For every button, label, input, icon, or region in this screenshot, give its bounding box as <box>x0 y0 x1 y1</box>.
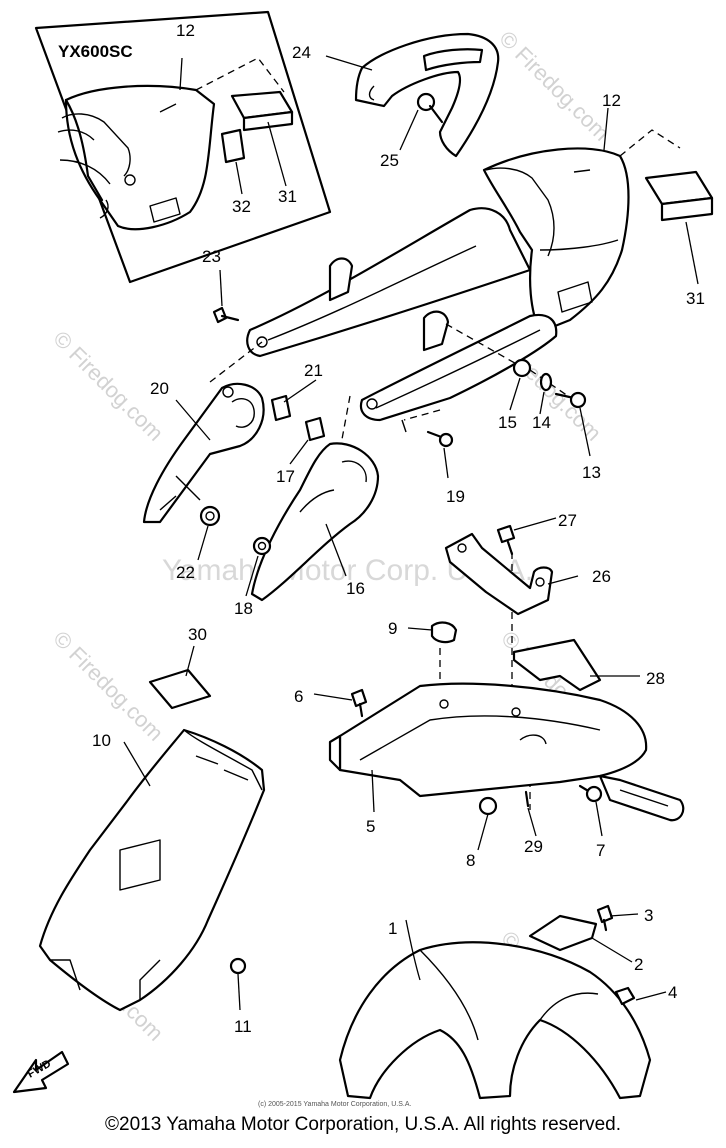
part-bracket-26 <box>444 532 554 616</box>
callout-number: 8 <box>466 851 475 870</box>
part-bolt-6 <box>350 688 368 718</box>
callout-number: 11 <box>234 1017 252 1036</box>
small-print: (c) 2005-2015 Yamaha Motor Corporation, … <box>258 1101 411 1108</box>
part-seat-cowl <box>246 147 630 433</box>
callout-number: 26 <box>592 567 611 586</box>
callout-number: 31 <box>686 289 705 308</box>
part-grommet-18 <box>252 536 272 556</box>
callout-number: 12 <box>176 21 195 40</box>
callout-number: 31 <box>278 187 297 206</box>
part-rubber-9 <box>430 621 458 644</box>
part-bracket-20 <box>142 382 265 524</box>
part-bolt-25 <box>416 92 444 124</box>
callout-number: 29 <box>524 837 543 856</box>
part-grommet-22 <box>199 505 221 527</box>
part-washer-14 <box>539 372 553 392</box>
part-bolt-19 <box>426 430 454 448</box>
callout-numbers: 1 2 3 4 5 6 7 8 9 10 11 12 12 13 14 15 1… <box>92 21 705 1036</box>
model-label: YX600SC <box>58 42 133 61</box>
callout-number: 20 <box>150 379 169 398</box>
part-nut-8 <box>478 796 498 816</box>
part-bracket-2 <box>528 914 598 952</box>
part-screw-29 <box>524 790 530 808</box>
part-screw-3 <box>596 904 614 932</box>
callout-number: 2 <box>634 955 643 974</box>
callout-number: 23 <box>202 247 221 266</box>
part-bolt-11 <box>229 957 247 1011</box>
fwd-arrow: FWD <box>12 1050 70 1094</box>
callout-number: 1 <box>388 919 397 938</box>
callout-number: 19 <box>446 487 465 506</box>
callout-number: 28 <box>646 669 665 688</box>
callout-number: 24 <box>292 43 311 62</box>
callout-number: 9 <box>388 619 397 638</box>
callout-number: 7 <box>596 841 605 860</box>
callout-number: 10 <box>92 731 111 750</box>
part-rubber-21 <box>270 394 292 422</box>
inset-yx600sc: YX600SC <box>34 10 332 284</box>
part-pad-28 <box>512 638 602 692</box>
callout-number: 21 <box>304 361 323 380</box>
callout-number: 6 <box>294 687 303 706</box>
part-inner-fender-10 <box>38 728 266 1012</box>
copyright-notice: ©2013 Yamaha Motor Corporation, U.S.A. A… <box>105 1114 621 1135</box>
part-block-31 <box>644 170 714 285</box>
callout-number: 3 <box>644 906 653 925</box>
callout-number: 16 <box>346 579 365 598</box>
callout-number: 14 <box>532 413 551 432</box>
part-collar-15 <box>512 358 532 378</box>
callout-number: 13 <box>582 463 601 482</box>
part-side-cover-16 <box>250 442 380 602</box>
callout-number: 27 <box>558 511 577 530</box>
callout-number: 18 <box>234 599 253 618</box>
part-rear-fender-5 <box>328 682 685 822</box>
part-bolt-23 <box>212 306 240 324</box>
callout-number: 30 <box>188 625 207 644</box>
watermark-text: © Firedog.com <box>494 26 614 146</box>
callout-number: 25 <box>380 151 399 170</box>
part-rubber-17 <box>304 416 326 442</box>
part-label-30 <box>148 668 212 710</box>
part-front-fender-1 <box>338 941 652 1100</box>
part-bolt-7 <box>578 784 603 803</box>
callout-number: 12 <box>602 91 621 110</box>
callout-number: 4 <box>668 983 677 1002</box>
callout-number: 17 <box>276 467 295 486</box>
callout-number: 32 <box>232 197 251 216</box>
part-nut-4 <box>614 986 636 1006</box>
part-bolt-27 <box>496 524 516 556</box>
callout-number: 5 <box>366 817 375 836</box>
callout-leaders <box>123 55 667 1001</box>
callout-number: 22 <box>176 563 195 582</box>
watermark-text: © Firedog.com <box>48 626 168 746</box>
part-bolt-13 <box>554 391 587 409</box>
callout-number: 15 <box>498 413 517 432</box>
part-grab-bar <box>354 32 500 158</box>
